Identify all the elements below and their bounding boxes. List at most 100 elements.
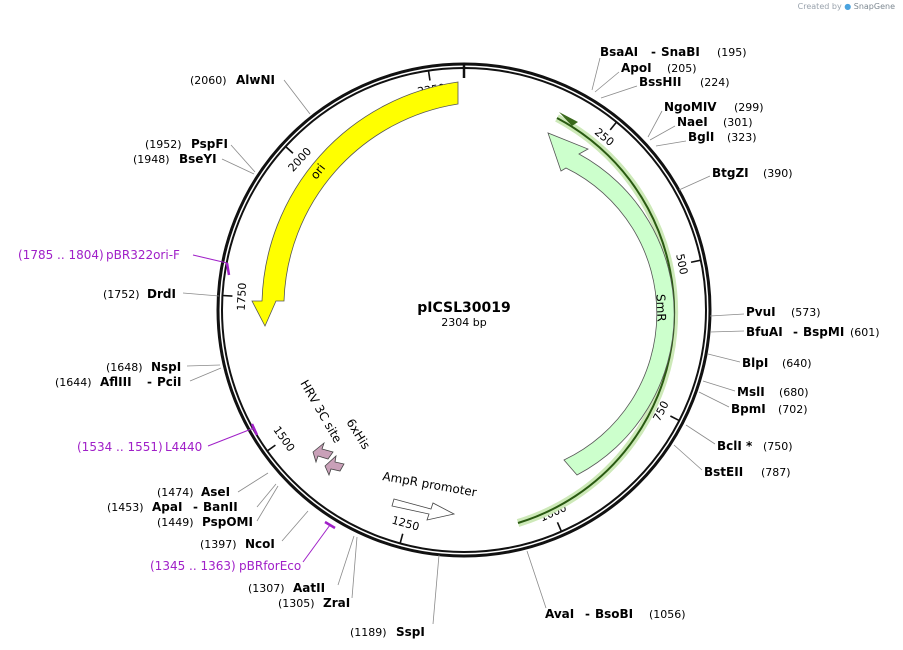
site-separator: -	[651, 45, 656, 59]
site-position: (1453)	[107, 501, 144, 514]
site-position: (301)	[723, 116, 753, 129]
primers: (1785 .. 1804) pBR322ori-F (1534 .. 1551…	[18, 248, 336, 573]
tick-label: 1750	[235, 282, 250, 311]
primer-pbrforeco[interactable]: (1345 .. 1363) pBRforEco	[150, 520, 336, 573]
6xhis-arrow[interactable]	[324, 454, 345, 477]
primer-range: (1345 .. 1363)	[150, 559, 236, 573]
site-pspomi[interactable]: (1449) PspOMI	[157, 485, 279, 529]
site-zrai[interactable]: (1305) ZraI	[278, 536, 358, 610]
site-blpi[interactable]: BlpI (640)	[707, 353, 812, 370]
site-bseyi[interactable]: (1948) BseYI	[133, 152, 255, 175]
site-position: (680)	[779, 386, 809, 399]
site-name: SspI	[396, 625, 425, 639]
site-sspi[interactable]: (1189) SspI	[350, 554, 440, 639]
site-name: BanII	[203, 500, 238, 514]
tick-mark	[399, 533, 404, 544]
hrv-3c-arrow[interactable]	[312, 441, 334, 464]
site-drdi[interactable]: (1752) DrdI	[103, 287, 220, 301]
tick-mark	[427, 70, 431, 81]
site-btgzi[interactable]: BtgZI (390)	[678, 166, 793, 191]
tick-mark	[609, 121, 618, 131]
site-ngomiv[interactable]: NgoMIV (299)	[647, 100, 764, 138]
feature-ori[interactable]: ori	[251, 81, 459, 327]
left-sites: (2060) AlwNI (1952) PspFI (1948) BseYI (…	[55, 73, 440, 639]
site-position: (1449)	[157, 516, 194, 529]
site-msli[interactable]: MslI (680)	[702, 380, 809, 399]
site-bsshii[interactable]: BssHII (224)	[600, 75, 730, 99]
site-position: (750)	[763, 440, 793, 453]
credit-brand: SnapGene	[853, 2, 895, 11]
site-alwni[interactable]: (2060) AlwNI	[190, 73, 311, 115]
plasmid-length: 2304 bp	[441, 316, 486, 329]
tick-label: 1250	[390, 514, 420, 534]
ori-arrow[interactable]	[251, 81, 459, 327]
site-position: (1648)	[106, 361, 143, 374]
tick-mark	[266, 444, 276, 452]
site-aatii[interactable]: (1307) AatII	[248, 535, 355, 595]
primer-name: L4440	[165, 440, 202, 454]
site-position: (1474)	[157, 486, 194, 499]
site-pspfi[interactable]: (1952) PspFI	[145, 137, 256, 173]
site-asei[interactable]: (1474) AseI	[157, 472, 269, 499]
site-name: BpmI	[731, 402, 766, 416]
site-separator: -	[147, 375, 152, 389]
tick-mark	[690, 259, 701, 264]
site-name: NspI	[151, 360, 181, 374]
site-name: BglI	[688, 130, 714, 144]
site-name: AlwNI	[236, 73, 275, 87]
primer-pbr322ori-f[interactable]: (1785 .. 1804) pBR322ori-F	[18, 248, 231, 276]
site-separator: -	[793, 325, 798, 339]
site-name: AflIII	[100, 375, 132, 389]
site-position: (1397)	[200, 538, 237, 551]
smr-direction-arrow-icon	[559, 112, 578, 126]
site-position: (195)	[717, 46, 747, 59]
site-name: BstEII	[704, 465, 743, 479]
site-pvui[interactable]: PvuI (573)	[709, 305, 821, 319]
site-separator: -	[585, 607, 590, 621]
feature-ampr-promoter[interactable]: AmpR promoter	[381, 469, 478, 521]
site-name: ZraI	[323, 596, 350, 610]
site-bsaai-snabi[interactable]: BsaAI - SnaBI (195)	[591, 45, 747, 91]
site-ncoi[interactable]: (1397) NcoI	[200, 510, 309, 551]
site-apai-banii[interactable]: (1453) ApaI - BanII	[107, 483, 277, 514]
site-naei[interactable]: NaeI (301)	[649, 115, 753, 141]
site-nspi[interactable]: (1648) NspI	[106, 360, 221, 374]
site-name: NcoI	[245, 537, 275, 551]
smr-arrow[interactable]	[547, 132, 675, 476]
site-position: (573)	[791, 306, 821, 319]
site-position: (1056)	[649, 608, 686, 621]
primer-name: pBRforEco	[239, 559, 301, 573]
site-position: (205)	[667, 62, 697, 75]
feature-hrv-3c-site[interactable]: HRV 3C site	[297, 378, 345, 464]
ampr-promoter-label: AmpR promoter	[381, 469, 477, 499]
site-name: PciI	[157, 375, 182, 389]
site-position: (702)	[778, 403, 808, 416]
site-name: BspMI	[803, 325, 844, 339]
primer-name: pBR322ori-F	[106, 248, 180, 262]
site-apoi[interactable]: ApoI (205)	[594, 61, 697, 93]
site-name: BssHII	[639, 75, 681, 89]
site-bfuai-bspmi[interactable]: BfuAI - BspMI (601)	[709, 325, 880, 339]
primer-range: (1785 .. 1804)	[18, 248, 104, 262]
site-position: (787)	[761, 466, 791, 479]
site-afliii-pcii[interactable]: (1644) AflIII - PciI	[55, 367, 222, 389]
ampr-promoter-arrow[interactable]	[391, 498, 456, 521]
primer-l4440[interactable]: (1534 .. 1551) L4440	[77, 423, 259, 454]
site-position: (1305)	[278, 597, 315, 610]
tick-mark	[670, 415, 680, 422]
feature-smr[interactable]: SmR	[516, 112, 679, 527]
site-name: NaeI	[677, 115, 708, 129]
tick-mark	[556, 522, 563, 532]
site-bpmi[interactable]: BpmI (702)	[698, 391, 808, 416]
site-bcli[interactable]: BclI * (750)	[685, 424, 793, 453]
site-avai-bsobi[interactable]: AvaI - BsoBI (1056)	[526, 550, 686, 621]
site-name: BclI *	[717, 439, 753, 453]
site-name: PspOMI	[202, 515, 253, 529]
site-bsteii[interactable]: BstEII (787)	[673, 444, 791, 479]
site-name: BfuAI	[746, 325, 783, 339]
site-bgli[interactable]: BglI (323)	[655, 130, 757, 147]
site-name: NgoMIV	[664, 100, 717, 114]
tick-label: 1500	[270, 424, 297, 454]
site-name: BseYI	[179, 152, 217, 166]
